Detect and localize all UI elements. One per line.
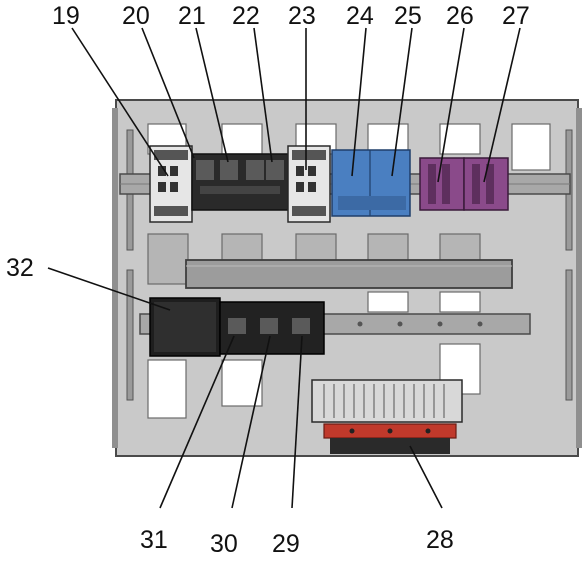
callout-20: 20 bbox=[122, 2, 150, 30]
callout-25: 25 bbox=[394, 2, 422, 30]
blue-power-modules bbox=[331, 149, 411, 217]
callout-28: 28 bbox=[426, 526, 454, 554]
callout-32: 32 bbox=[6, 254, 34, 282]
contactor-left bbox=[149, 145, 193, 223]
heatsink-assembly bbox=[311, 379, 463, 454]
bottom-cutouts bbox=[147, 291, 481, 419]
callout-27: 27 bbox=[502, 2, 530, 30]
fuse-holders bbox=[419, 157, 509, 211]
terminal-block-group-top bbox=[191, 153, 289, 211]
callout-24: 24 bbox=[346, 2, 374, 30]
contactor-center bbox=[287, 145, 331, 223]
callout-22: 22 bbox=[232, 2, 260, 30]
callout-labels: 19 20 21 22 23 24 25 26 27 32 31 30 29 2… bbox=[6, 2, 530, 558]
callout-21: 21 bbox=[178, 2, 206, 30]
callout-30: 30 bbox=[210, 530, 238, 558]
callout-26: 26 bbox=[446, 2, 474, 30]
leader-lines bbox=[47, 27, 521, 509]
callout-19: 19 bbox=[52, 2, 80, 30]
callout-31: 31 bbox=[140, 526, 168, 554]
lower-terminal-blocks bbox=[149, 297, 325, 357]
cable-duct bbox=[185, 259, 513, 289]
callout-29: 29 bbox=[272, 530, 300, 558]
callout-23: 23 bbox=[288, 2, 316, 30]
